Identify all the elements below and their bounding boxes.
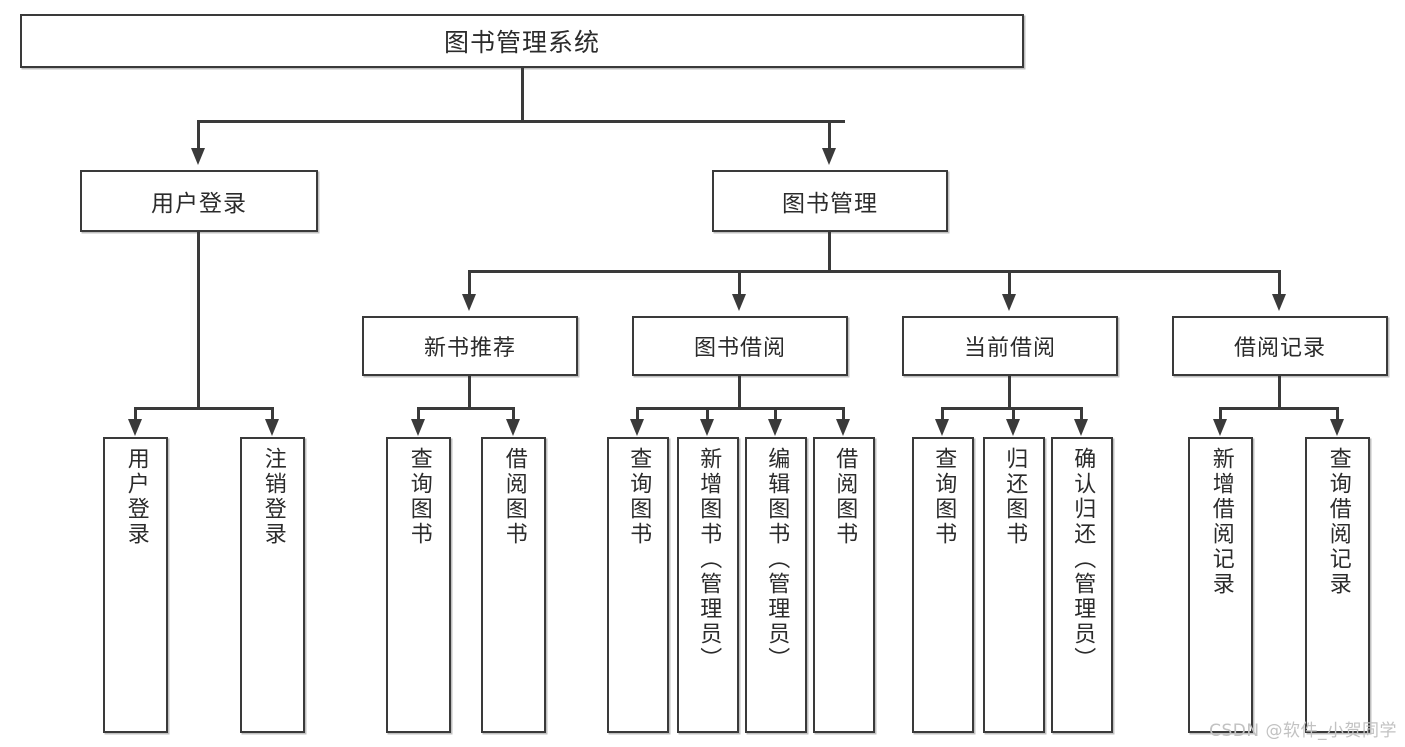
arrowhead-newbook: [462, 294, 476, 311]
arrowhead-record-leaf2: [1330, 419, 1344, 436]
node-label: 新书推荐: [423, 336, 516, 361]
connector-user-login-leaf2: [271, 407, 274, 421]
leaf-query-book-borrow[interactable]: 查询图书: [607, 437, 669, 733]
arrowhead-borrow-leaf1: [630, 419, 644, 436]
node-new-book-recommend[interactable]: 新书推荐: [362, 316, 578, 376]
node-borrow-record[interactable]: 借阅记录: [1172, 316, 1388, 376]
leaf-logout[interactable]: 注销登录: [240, 437, 305, 733]
connector-user-login-stem: [197, 232, 200, 407]
leaf-user-login[interactable]: 用户登录: [103, 437, 168, 733]
arrowhead-borrow-leaf3: [768, 419, 782, 436]
connector-book-manage-bus: [468, 270, 1280, 273]
arrowhead-newbook-leaf1: [411, 419, 425, 436]
leaf-query-borrow-record[interactable]: 查询借阅记录: [1305, 437, 1370, 733]
arrowhead-record-leaf1: [1213, 419, 1227, 436]
leaf-label: 查询图书: [931, 447, 957, 547]
connector-record-bus: [1219, 407, 1337, 410]
arrowhead-book-manage: [822, 148, 836, 165]
arrowhead-leaf-user-login: [128, 419, 142, 436]
node-user-login[interactable]: 用户登录: [80, 170, 318, 232]
connector-root-bus: [197, 120, 845, 123]
node-book-manage[interactable]: 图书管理: [712, 170, 948, 232]
arrowhead-borrow-record: [1272, 294, 1286, 311]
leaf-label: 新增图书（管理员）: [696, 447, 722, 672]
connector-borrow-stem: [738, 376, 741, 407]
leaf-label: 编辑图书（管理员）: [764, 447, 790, 672]
connector-newbook-leaf2: [512, 407, 515, 421]
arrowhead-current-borrow: [1002, 294, 1016, 311]
leaf-query-book-newbook[interactable]: 查询图书: [386, 437, 451, 733]
arrowhead-borrow: [732, 294, 746, 311]
connector-borrow-leaf4: [842, 407, 845, 421]
connector-user-login-bus: [134, 407, 273, 410]
node-current-borrow[interactable]: 当前借阅: [902, 316, 1118, 376]
connector-current-leaf1: [941, 407, 944, 421]
connector-borrow-leaf3: [774, 407, 777, 421]
node-label: 图书管理: [782, 191, 878, 217]
arrowhead-user-login: [191, 148, 205, 165]
leaf-label: 新增借阅记录: [1208, 447, 1234, 597]
arrowhead-current-leaf1: [935, 419, 949, 436]
connector-borrow-leaf2: [706, 407, 709, 421]
leaf-label: 查询图书: [626, 447, 652, 547]
leaf-confirm-return-admin[interactable]: 确认归还（管理员）: [1051, 437, 1113, 733]
arrowhead-borrow-leaf2: [700, 419, 714, 436]
arrowhead-current-leaf3: [1074, 419, 1088, 436]
connector-to-borrow-record: [1278, 270, 1281, 296]
leaf-add-book-admin[interactable]: 新增图书（管理员）: [677, 437, 739, 733]
leaf-add-borrow-record[interactable]: 新增借阅记录: [1188, 437, 1253, 733]
arrowhead-borrow-leaf4: [836, 419, 850, 436]
arrowhead-newbook-leaf2: [506, 419, 520, 436]
arrowhead-leaf-logout: [265, 419, 279, 436]
leaf-label: 查询图书: [406, 447, 432, 547]
connector-record-leaf1: [1219, 407, 1222, 421]
connector-borrow-leaf1: [636, 407, 639, 421]
connector-book-manage-stem: [828, 232, 831, 270]
connector-to-user-login: [197, 120, 200, 148]
connector-current-leaf2: [1012, 407, 1015, 421]
connector-to-book-manage: [828, 120, 831, 148]
connector-current-stem: [1008, 376, 1011, 407]
connector-newbook-leaf1: [417, 407, 420, 421]
connector-user-login-leaf1: [134, 407, 137, 421]
leaf-query-book-current[interactable]: 查询图书: [912, 437, 974, 733]
connector-borrow-bus: [636, 407, 844, 410]
node-label: 图书借阅: [693, 336, 786, 361]
leaf-label: 借阅图书: [501, 447, 527, 547]
node-root[interactable]: 图书管理系统: [20, 14, 1024, 68]
leaf-borrow-book-newbook[interactable]: 借阅图书: [481, 437, 546, 733]
node-label: 图书管理系统: [443, 28, 600, 57]
connector-current-leaf3: [1080, 407, 1083, 421]
leaf-label: 确认归还（管理员）: [1070, 447, 1096, 672]
leaf-label: 查询借阅记录: [1325, 447, 1351, 597]
connector-to-newbook: [468, 270, 471, 296]
connector-record-stem: [1278, 376, 1281, 407]
node-label: 当前借阅: [963, 336, 1056, 361]
node-book-borrow[interactable]: 图书借阅: [632, 316, 848, 376]
connector-newbook-stem: [468, 376, 471, 407]
leaf-label: 用户登录: [123, 447, 149, 547]
leaf-return-book[interactable]: 归还图书: [983, 437, 1045, 733]
node-label: 用户登录: [151, 191, 247, 217]
arrowhead-current-leaf2: [1006, 419, 1020, 436]
connector-current-bus: [941, 407, 1082, 410]
connector-record-leaf2: [1336, 407, 1339, 421]
connector-root-stem: [521, 68, 524, 120]
leaf-label: 注销登录: [260, 447, 286, 547]
node-label: 借阅记录: [1233, 336, 1326, 361]
connector-newbook-bus: [417, 407, 514, 410]
connector-to-current-borrow: [1008, 270, 1011, 296]
leaf-borrow-book[interactable]: 借阅图书: [813, 437, 875, 733]
leaf-label: 归还图书: [1002, 447, 1028, 547]
leaf-edit-book-admin[interactable]: 编辑图书（管理员）: [745, 437, 807, 733]
leaf-label: 借阅图书: [832, 447, 858, 547]
connector-to-borrow: [738, 270, 741, 296]
